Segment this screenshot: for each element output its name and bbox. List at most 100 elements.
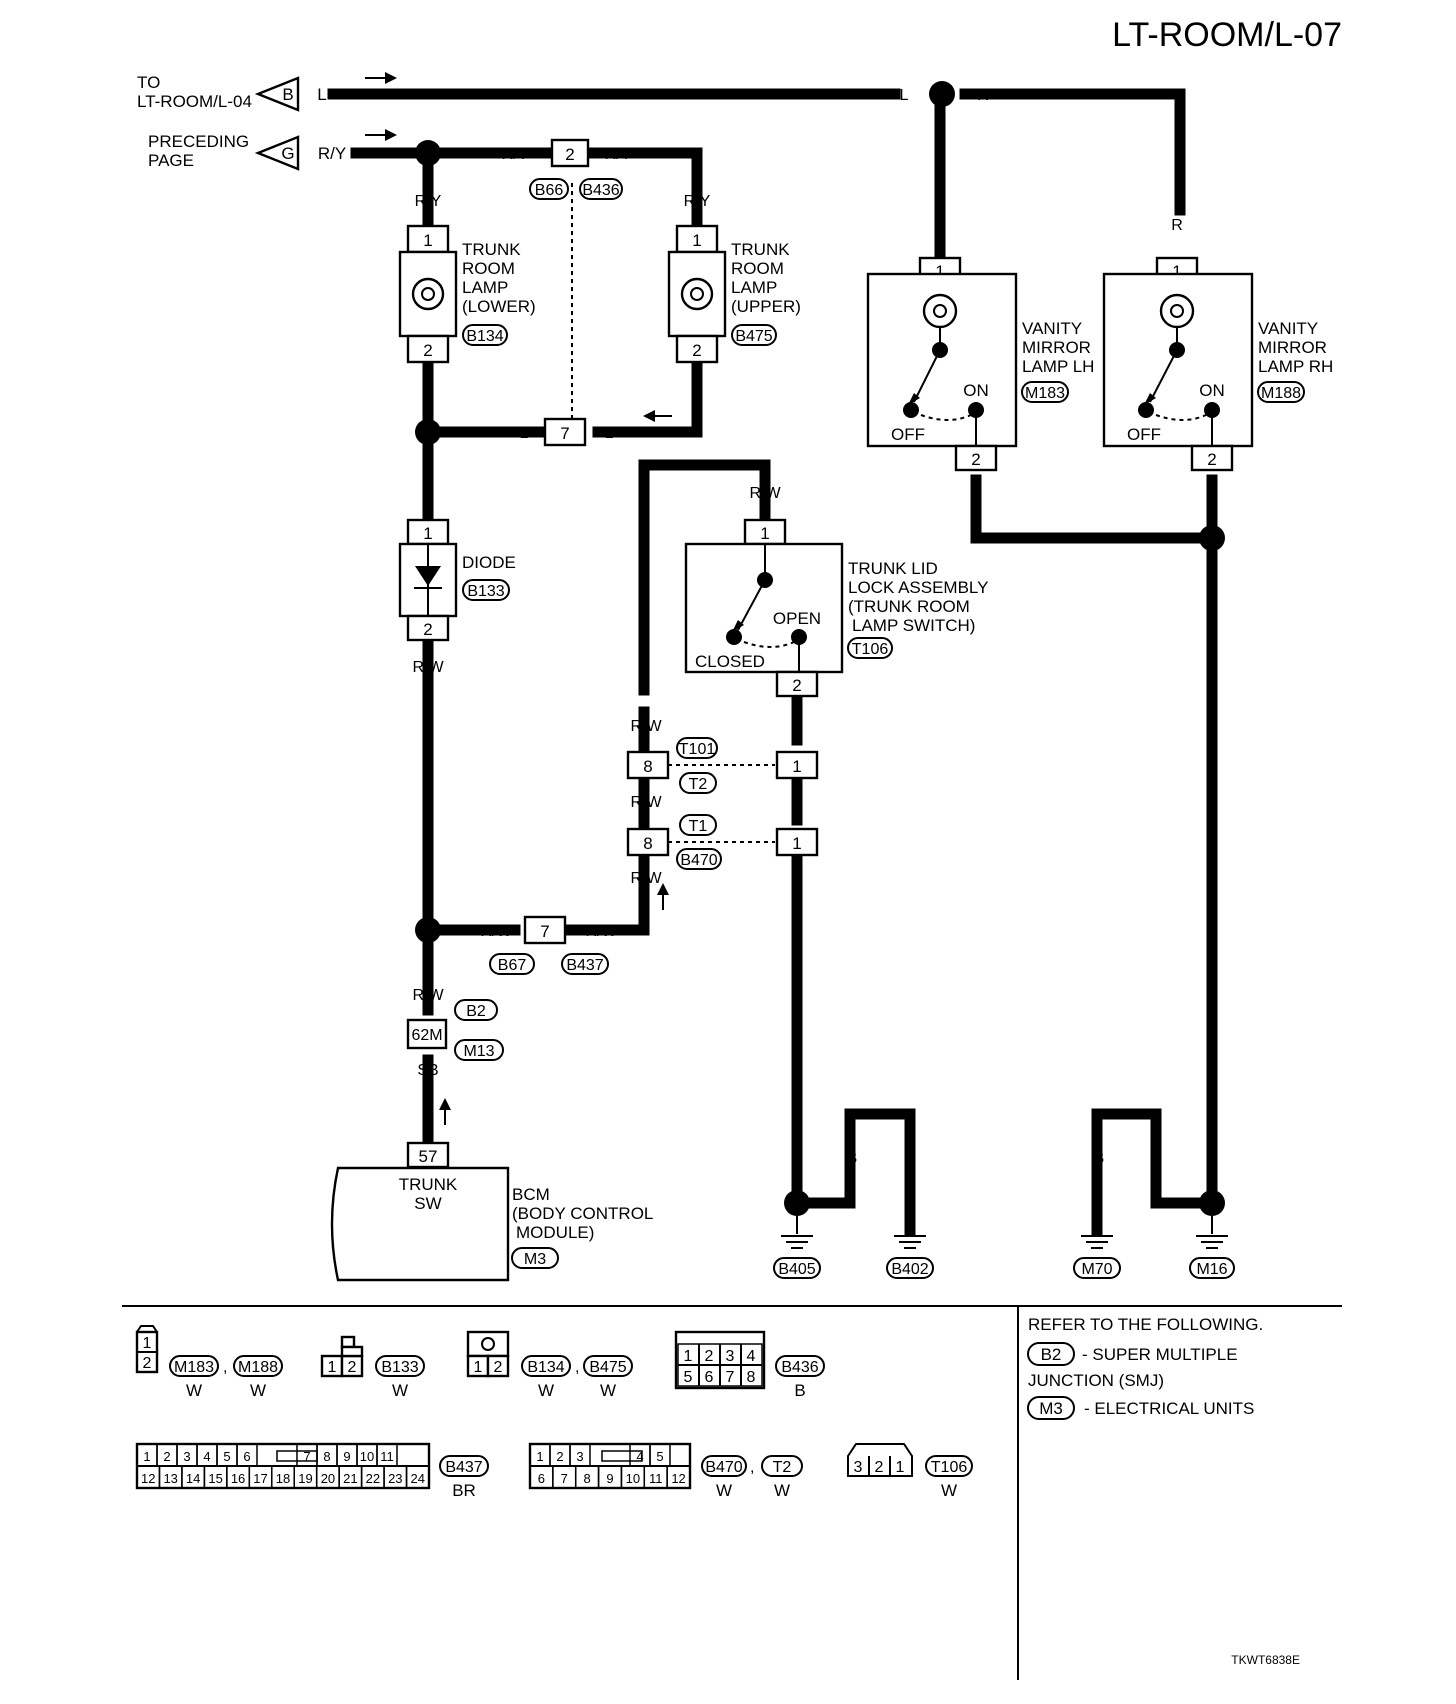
svg-text:B133: B133: [467, 583, 504, 600]
svg-text:LAMP: LAMP: [462, 278, 508, 297]
legend-b133: 1 2 B133 W: [320, 1335, 425, 1400]
svg-text:B133: B133: [381, 1359, 418, 1376]
svg-text:BR: BR: [452, 1481, 476, 1500]
svg-text:2: 2: [705, 1348, 714, 1365]
svg-text:B405: B405: [778, 1261, 815, 1278]
ground-m16: M16: [1189, 1216, 1235, 1279]
svg-text:R/W: R/W: [630, 794, 662, 811]
b437-pin: 3: [183, 1449, 190, 1464]
vanity-mirror-lamp-lh: 1 ON OFF 2 VANITY MIRROR LAMP LH M183: [866, 256, 1094, 472]
svg-text:2: 2: [423, 341, 432, 360]
svg-text:REFER TO THE FOLLOWING.: REFER TO THE FOLLOWING.: [1028, 1315, 1263, 1334]
svg-text:M3: M3: [524, 1251, 546, 1268]
svg-text:CLOSED: CLOSED: [695, 652, 765, 671]
b470-pin: 3: [576, 1449, 583, 1464]
svg-text:1: 1: [792, 757, 801, 776]
svg-text:(UPPER): (UPPER): [731, 297, 801, 316]
svg-text:R/Y: R/Y: [318, 144, 346, 163]
svg-text:R/W: R/W: [749, 485, 781, 502]
svg-text:L: L: [900, 87, 909, 104]
svg-text:LOCK ASSEMBLY: LOCK ASSEMBLY: [848, 578, 988, 597]
svg-text:R/W: R/W: [630, 718, 662, 735]
svg-text:M13: M13: [463, 1043, 494, 1060]
svg-text:G: G: [281, 144, 294, 163]
b437-pin: 19: [298, 1471, 312, 1486]
svg-text:R/W: R/W: [412, 987, 444, 1004]
svg-text:R/Y: R/Y: [502, 146, 529, 163]
b470-pin: 10: [626, 1471, 640, 1486]
svg-text:1: 1: [684, 1348, 693, 1365]
svg-text:ON: ON: [963, 381, 989, 400]
svg-text:1: 1: [328, 1359, 337, 1376]
svg-text:M183: M183: [1025, 385, 1065, 402]
inline-connector-b67-b437: 7 B67 B437: [489, 915, 609, 975]
svg-text:B475: B475: [589, 1359, 626, 1376]
svg-text:W: W: [392, 1381, 408, 1400]
svg-text:L: L: [317, 85, 326, 104]
svg-text:W: W: [716, 1481, 732, 1500]
svg-text:R/Y: R/Y: [605, 146, 632, 163]
b470-pin: 2: [556, 1449, 563, 1464]
svg-text:B: B: [971, 492, 982, 509]
svg-text:1: 1: [423, 524, 432, 543]
junctions: [415, 81, 1225, 1216]
b437-pin: 12: [141, 1471, 155, 1486]
lamp-bulb-icon: [1159, 293, 1195, 329]
svg-text:VANITY: VANITY: [1022, 319, 1082, 338]
svg-text:,: ,: [750, 1459, 754, 1476]
svg-text:R/W: R/W: [412, 659, 444, 676]
svg-text:OPEN: OPEN: [773, 609, 821, 628]
svg-text:DIODE: DIODE: [462, 553, 516, 572]
svg-text:,: ,: [575, 1359, 579, 1376]
source-to-lt-room: TO LT-ROOM/L-04 B L: [137, 73, 327, 112]
b437-pin: 1: [143, 1449, 150, 1464]
flow-arrows: [365, 72, 672, 1125]
svg-text:B437: B437: [445, 1459, 482, 1476]
svg-text:1: 1: [760, 524, 769, 543]
legend-b436: 1 2 3 4 5 6 7 8 B436 B: [674, 1330, 825, 1400]
svg-text:W: W: [186, 1381, 202, 1400]
svg-text:8: 8: [643, 834, 652, 853]
b437-pin: 20: [321, 1471, 335, 1486]
svg-text:(BODY CONTROL: (BODY CONTROL: [512, 1204, 653, 1223]
svg-text:W: W: [250, 1381, 266, 1400]
svg-text:2: 2: [565, 145, 574, 164]
b437-pin: 2: [163, 1449, 170, 1464]
b437-pin: 23: [388, 1471, 402, 1486]
svg-text:B470: B470: [680, 852, 717, 869]
svg-text:T2: T2: [773, 1459, 792, 1476]
svg-text:B134: B134: [527, 1359, 564, 1376]
inline-connector-t1-b470: 8 1 T1 B470: [626, 814, 819, 870]
svg-text:4: 4: [747, 1348, 756, 1365]
svg-text:8: 8: [643, 757, 652, 776]
trunk-room-lamp-upper: 1 2 TRUNK ROOM LAMP (UPPER) B475: [667, 224, 801, 364]
svg-text:LAMP LH: LAMP LH: [1022, 357, 1094, 376]
source-preceding-page: PRECEDING PAGE G R/Y: [148, 132, 346, 171]
svg-text:TRUNK: TRUNK: [399, 1175, 458, 1194]
svg-text:JUNCTION (SMJ): JUNCTION (SMJ): [1028, 1371, 1164, 1390]
svg-text:M183: M183: [174, 1359, 214, 1376]
svg-text:5: 5: [684, 1369, 693, 1386]
svg-text:2: 2: [348, 1359, 357, 1376]
svg-text:T101: T101: [679, 741, 716, 758]
svg-text:B66: B66: [535, 182, 564, 199]
svg-text:6: 6: [705, 1369, 714, 1386]
svg-text:PAGE: PAGE: [148, 151, 194, 170]
b470-pin: 12: [671, 1471, 685, 1486]
ground-m70: M70: [1073, 1235, 1121, 1279]
svg-text:B2: B2: [466, 1003, 486, 1020]
b470-pin: 9: [606, 1471, 613, 1486]
svg-text:OFF: OFF: [1127, 425, 1161, 444]
svg-text:R/W: R/W: [585, 923, 617, 940]
svg-text:W: W: [941, 1481, 957, 1500]
b437-pin: 7: [303, 1449, 310, 1464]
svg-text:B: B: [792, 794, 803, 811]
svg-text:1: 1: [143, 1335, 152, 1352]
svg-text:(TRUNK ROOM: (TRUNK ROOM: [848, 597, 970, 616]
svg-text:1: 1: [896, 1459, 905, 1476]
svg-text:1: 1: [792, 834, 801, 853]
legend-t106: 3 2 1 T106 W: [847, 1443, 973, 1500]
svg-text:T106: T106: [852, 641, 889, 658]
